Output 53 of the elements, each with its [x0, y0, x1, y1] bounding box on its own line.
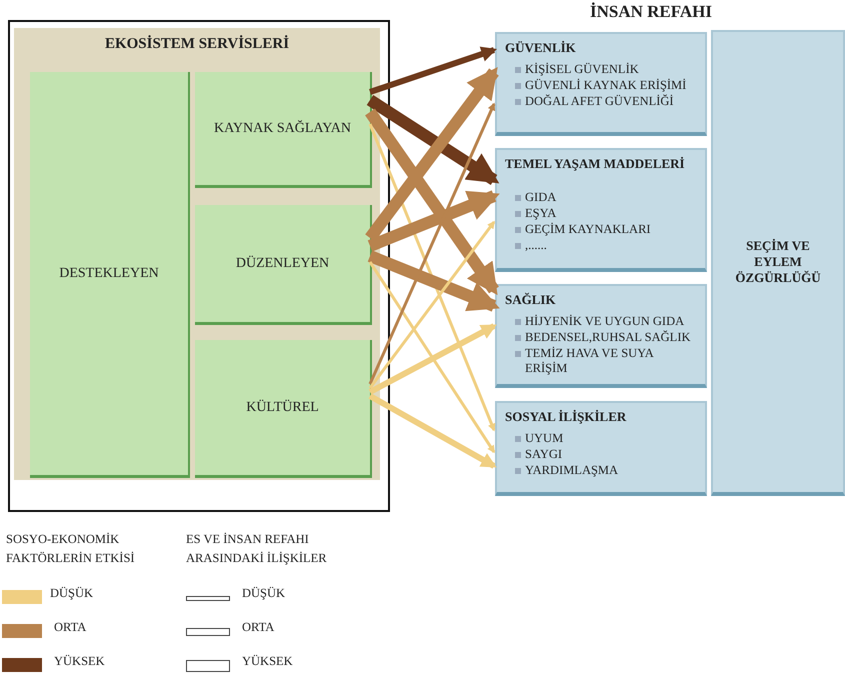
list-item: GÜVENLİ KAYNAK ERİŞİMİ: [525, 78, 686, 93]
legend-label: ORTA: [242, 619, 274, 636]
legend-label: YÜKSEK: [242, 653, 293, 670]
freedom-box: [711, 30, 845, 496]
box-heading: GÜVENLİK: [505, 40, 576, 56]
list-item: KİŞİSEL GÜVENLİK: [525, 62, 639, 77]
wellbeing-box: [495, 401, 707, 496]
list-item: HİJYENİK VE UYGUN GIDA: [525, 314, 684, 329]
list-item: GIDA: [525, 190, 556, 205]
arrow: [368, 261, 496, 454]
box-label: SEÇİM VE EYLEM ÖZGÜRLÜĞÜ: [734, 238, 822, 286]
arrow: [368, 393, 497, 469]
arrow: [368, 123, 496, 432]
category-box: [30, 72, 190, 478]
diagram-title: İNSAN REFAHI: [589, 2, 714, 22]
list-item: SAYGI: [525, 447, 562, 462]
arrow: [368, 250, 500, 312]
arrow: [368, 102, 496, 385]
legend-label: ORTA: [54, 619, 86, 636]
category-box: [195, 340, 372, 478]
wellbeing-box: [495, 284, 707, 388]
wellbeing-box: [495, 148, 707, 272]
list-item: BEDENSEL,RUHSAL SAĞLIK: [525, 330, 691, 345]
category-label: DESTEKLEYEN: [59, 266, 159, 282]
list-item: DOĞAL AFET GÜVENLİĞİ: [525, 94, 674, 109]
arrow: [368, 323, 497, 395]
box-heading: SAĞLIK: [505, 292, 556, 308]
arrow: [366, 94, 500, 186]
panel-heading: EKOSİSTEM SERVİSLERİ: [104, 36, 290, 53]
arrow: [369, 46, 497, 95]
category-box: [195, 205, 372, 325]
category-label: DÜZENLEYEN: [236, 256, 330, 272]
box-heading: SOSYAL İLİŞKİLER: [505, 409, 626, 425]
arrow: [368, 190, 500, 252]
arrow: [368, 220, 496, 389]
legend-heading: SOSYO-EKONOMİK FAKTÖRLERİN ETKİSİ: [6, 531, 136, 567]
wellbeing-box: [495, 32, 707, 136]
box-heading: TEMEL YAŞAM MADDELERİ: [505, 156, 685, 172]
list-item: GEÇİM KAYNAKLARI: [525, 222, 651, 237]
arrow: [365, 108, 499, 296]
legend-label: DÜŞÜK: [50, 585, 94, 602]
list-item: ,......: [525, 238, 547, 253]
legend-label: YÜKSEK: [54, 653, 105, 670]
legend-heading: ES VE İNSAN REFAHI ARASINDAKİ İLİŞKİLER: [186, 531, 328, 567]
arrow: [365, 67, 499, 242]
category-box: [195, 72, 372, 188]
list-item: YARDIMLAŞMA: [525, 463, 618, 478]
list-item: EŞYA: [525, 206, 556, 221]
category-label: KÜLTÜREL: [246, 400, 319, 416]
list-item: TEMİZ HAVA VE SUYA ERİŞİM: [525, 346, 655, 376]
category-label: KAYNAK SAĞLAYAN: [214, 120, 352, 136]
list-item: UYUM: [525, 431, 564, 446]
legend-label: DÜŞÜK: [242, 585, 286, 602]
